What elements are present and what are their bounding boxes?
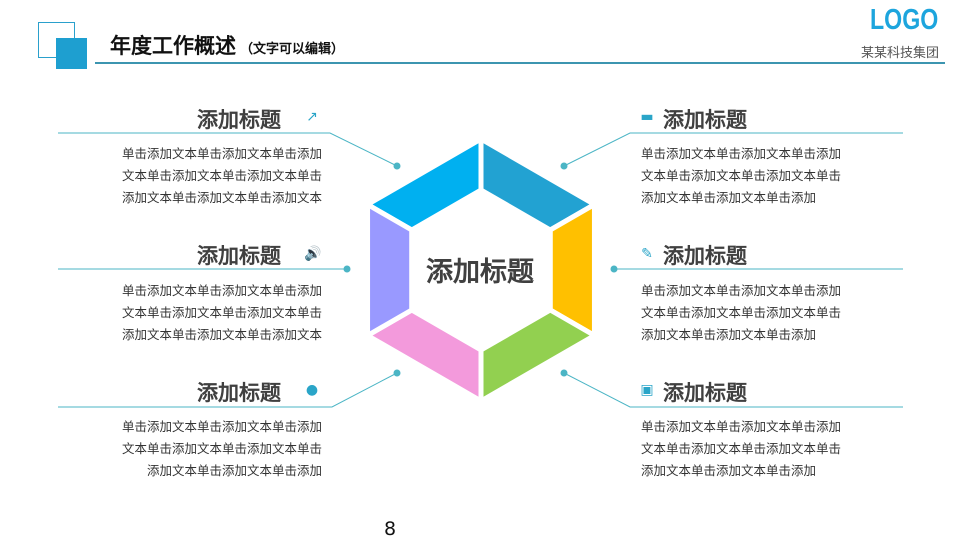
connector-line-1 bbox=[58, 132, 398, 167]
connector-dot bbox=[393, 369, 401, 377]
item-title-3: 添加标题 bbox=[197, 381, 281, 405]
item-title-2: 添加标题 bbox=[197, 244, 281, 268]
connector-line-3 bbox=[58, 372, 398, 408]
connector-dot bbox=[610, 265, 618, 273]
item-title-1: 添加标题 bbox=[197, 108, 281, 132]
text-line: 添加文本单击添加文本单击添加文本 bbox=[121, 190, 322, 205]
text-line: 单击添加文本单击添加文本单击添加 bbox=[121, 146, 322, 161]
text-line: 单击添加文本单击添加文本单击添加 bbox=[641, 419, 842, 434]
connector-line-4 bbox=[563, 132, 903, 167]
connector-dot bbox=[560, 369, 568, 377]
text-line: 单击添加文本单击添加文本单击添加 bbox=[641, 283, 842, 298]
text-line: 单击添加文本单击添加文本单击添加 bbox=[121, 419, 322, 434]
text-line: 添加文本单击添加文本单击添加 bbox=[146, 463, 322, 478]
connector-dot bbox=[343, 265, 351, 273]
text-line: 文本单击添加文本单击添加文本单击 bbox=[121, 305, 322, 320]
title-subtitle: （文字可以编辑） bbox=[240, 42, 345, 57]
text-line: 文本单击添加文本单击添加文本单击 bbox=[641, 305, 842, 320]
logo: LOGO bbox=[870, 4, 939, 36]
text-line: 添加文本单击添加文本单击添加文本 bbox=[121, 327, 322, 342]
title-text: 年度工作概述 bbox=[110, 34, 236, 58]
segment-left bbox=[365, 200, 415, 340]
item-text-1: 单击添加文本单击添加文本单击添加 文本单击添加文本单击添加文本单击 添加文本单击… bbox=[72, 143, 322, 209]
share-icon: ↗ bbox=[306, 109, 318, 125]
text-line: 文本单击添加文本单击添加文本单击 bbox=[641, 441, 842, 456]
edit-icon: ✎ bbox=[641, 246, 653, 262]
segment-bottom-right bbox=[478, 307, 600, 406]
text-line: 单击添加文本单击添加文本单击添加 bbox=[121, 283, 322, 298]
text-line: 添加文本单击添加文本单击添加 bbox=[641, 327, 817, 342]
connector-dot bbox=[393, 162, 401, 170]
text-line: 文本单击添加文本单击添加文本单击 bbox=[641, 168, 842, 183]
item-title-4: 添加标题 bbox=[663, 108, 747, 132]
item-text-2: 单击添加文本单击添加文本单击添加 文本单击添加文本单击添加文本单击 添加文本单击… bbox=[72, 280, 322, 346]
item-text-5: 单击添加文本单击添加文本单击添加 文本单击添加文本单击添加文本单击 添加文本单击… bbox=[641, 280, 891, 346]
text-line: 添加文本单击添加文本单击添加 bbox=[641, 190, 817, 205]
page-title: 年度工作概述 （文字可以编辑） bbox=[110, 30, 344, 60]
certificate-icon: ▣ bbox=[640, 382, 654, 398]
decor-square-filled bbox=[56, 38, 87, 69]
item-text-3: 单击添加文本单击添加文本单击添加 文本单击添加文本单击添加文本单击 添加文本单击… bbox=[72, 416, 322, 482]
item-text-6: 单击添加文本单击添加文本单击添加 文本单击添加文本单击添加文本单击 添加文本单击… bbox=[641, 416, 891, 482]
page-number: 8 bbox=[383, 518, 397, 540]
text-line: 文本单击添加文本单击添加文本单击 bbox=[121, 441, 322, 456]
header-divider bbox=[95, 62, 945, 64]
text-line: 单击添加文本单击添加文本单击添加 bbox=[641, 146, 842, 161]
user-icon: ● bbox=[305, 382, 319, 398]
text-line: 添加文本单击添加文本单击添加 bbox=[641, 463, 817, 478]
connector-dot bbox=[560, 162, 568, 170]
item-title-6: 添加标题 bbox=[663, 381, 747, 405]
item-title-5: 添加标题 bbox=[663, 244, 747, 268]
text-line: 文本单击添加文本单击添加文本单击 bbox=[121, 168, 322, 183]
connector-line-6 bbox=[563, 372, 903, 408]
center-title: 添加标题 bbox=[426, 257, 534, 288]
chat-icon: ▬ bbox=[640, 109, 654, 125]
item-text-4: 单击添加文本单击添加文本单击添加 文本单击添加文本单击添加文本单击 添加文本单击… bbox=[641, 143, 891, 209]
speaker-icon: 🔊 bbox=[304, 246, 322, 262]
company-name: 某某科技集团 bbox=[860, 46, 939, 61]
